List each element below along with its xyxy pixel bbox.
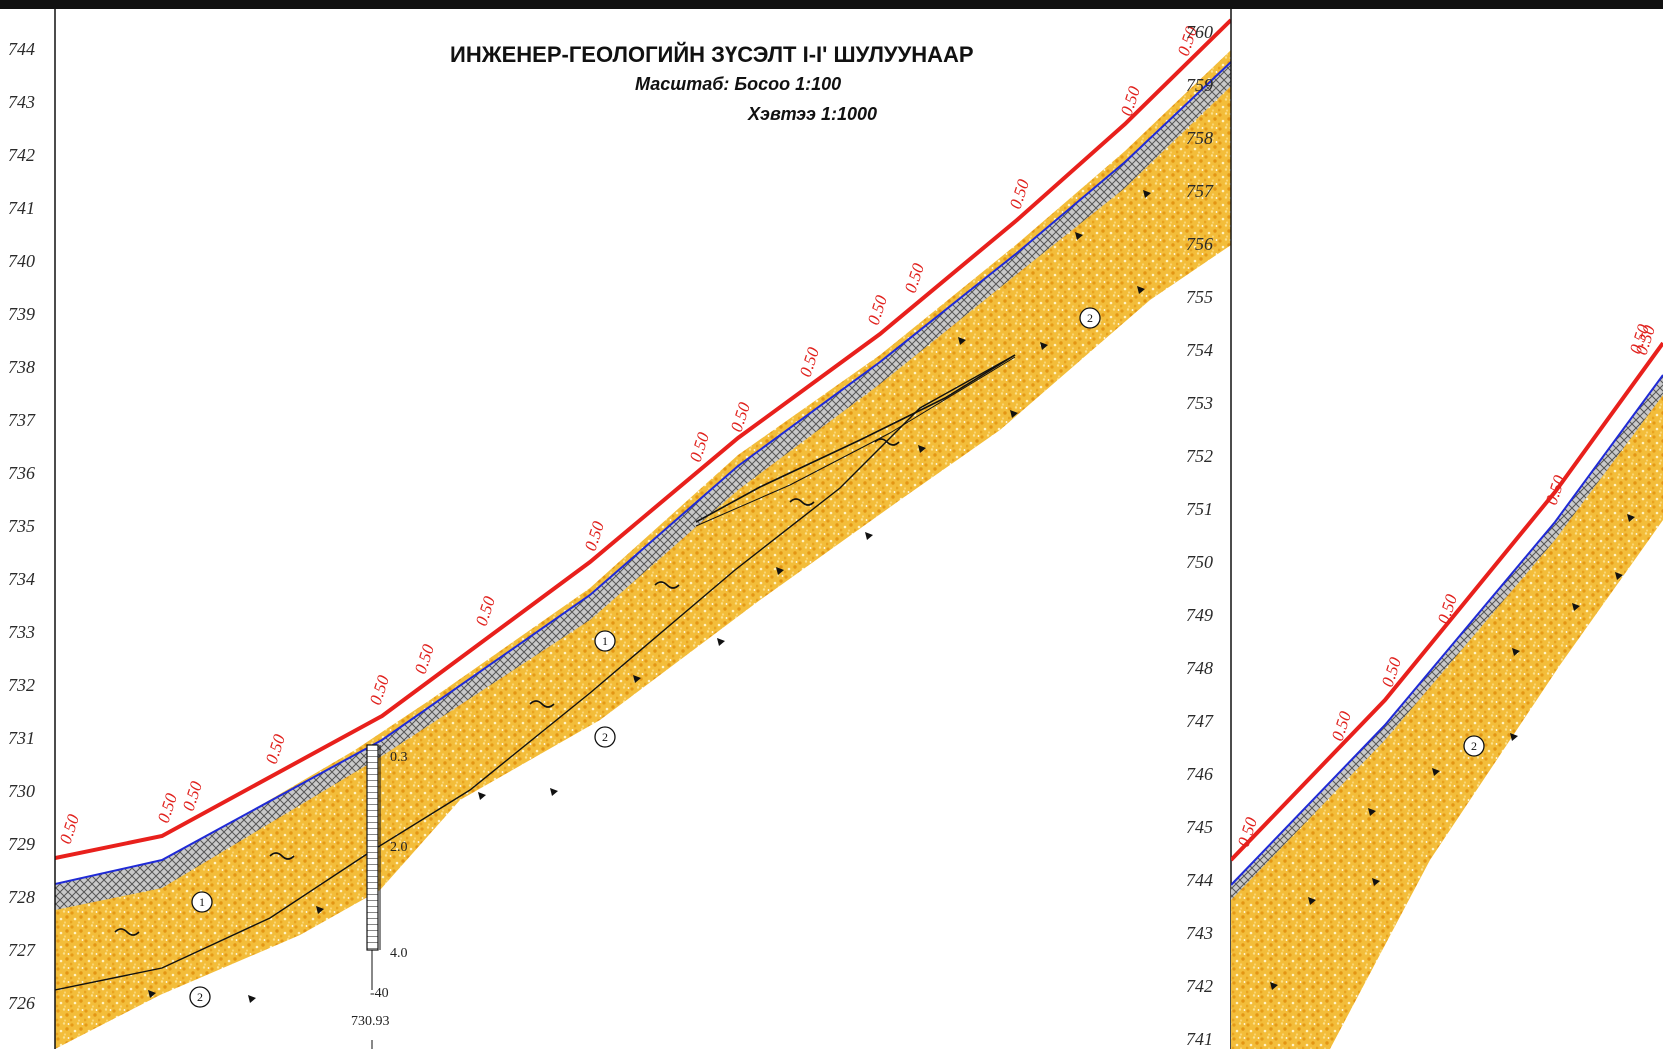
thickness-label: 0.50: [1234, 815, 1261, 850]
y-tick: 749: [1186, 605, 1213, 625]
sand-layer-2-right: [1231, 385, 1663, 1049]
y-tick: 750: [1186, 552, 1213, 572]
y-tick: 735: [8, 516, 35, 536]
thickness-label: 0.50: [262, 732, 289, 767]
svg-text:2: 2: [602, 730, 608, 744]
thickness-label: 0.50: [1542, 473, 1569, 508]
layer-label-2: 2: [1463, 735, 1485, 757]
y-tick: 756: [1186, 234, 1213, 254]
y-tick: 727: [8, 940, 36, 960]
soil-hatch-band-right: [1231, 375, 1663, 900]
y-tick: 738: [8, 357, 35, 377]
thickness-label: 0.50: [56, 812, 83, 847]
right-y-axis: 760 759 758 757 756 755 754 753 752 751 …: [1186, 22, 1214, 1049]
left-y-axis: 744 743 742 741 740 739 738 737 736 735 …: [8, 39, 36, 1013]
y-tick: 747: [1186, 711, 1214, 731]
thickness-label: 0.50: [796, 345, 823, 380]
y-tick: 757: [1186, 181, 1214, 201]
surface-line: [55, 18, 1231, 860]
y-tick: 743: [8, 92, 35, 112]
layer-label-1: 1: [191, 891, 213, 913]
title-block: ИНЖЕНЕР-ГЕОЛОГИЙН ЗҮСЭЛТ I-I' ШУЛУУНААР …: [450, 42, 974, 124]
y-tick: 759: [1186, 75, 1213, 95]
gravel-symbols: [148, 190, 1151, 1003]
y-tick: 733: [8, 622, 35, 642]
layer-label-2: 2: [594, 726, 616, 748]
y-tick: 740: [8, 251, 35, 271]
borehole-elevation: 730.93: [351, 1014, 390, 1029]
y-tick: 755: [1186, 287, 1213, 307]
borehole-depth: 0.3: [390, 750, 408, 765]
y-tick: 754: [1186, 340, 1213, 360]
y-tick: 742: [1186, 976, 1213, 996]
y-tick: 737: [8, 410, 36, 430]
y-tick: 732: [8, 675, 35, 695]
scale-vertical: Масштаб: Босоо 1:100: [635, 74, 841, 94]
section-title: ИНЖЕНЕР-ГЕОЛОГИЙН ЗҮСЭЛТ I-I' ШУЛУУНААР: [450, 42, 974, 67]
soil-top-line-right: [1231, 374, 1663, 886]
y-tick: 753: [1186, 393, 1213, 413]
y-tick: 730: [8, 781, 35, 801]
layer-label-2: 2: [189, 986, 211, 1008]
y-tick: 739: [8, 304, 35, 324]
thickness-label: 0.50: [411, 642, 438, 677]
thickness-label: 0.50: [1117, 84, 1144, 119]
y-tick: 743: [1186, 923, 1213, 943]
y-tick: 731: [8, 728, 35, 748]
y-tick: 758: [1186, 128, 1213, 148]
y-tick: 736: [8, 463, 35, 483]
layer-label-1: 1: [594, 630, 616, 652]
layer-markers-right: 2: [1463, 735, 1485, 757]
borehole: 0.3 2.0 4.0 -40 730.93: [351, 744, 408, 1049]
clay-symbols: [114, 438, 900, 936]
y-tick: 741: [1186, 1029, 1213, 1049]
y-tick: 728: [8, 887, 35, 907]
y-tick: 752: [1186, 446, 1213, 466]
borehole-number: -40: [370, 986, 389, 1001]
gravel-symbols-right: [1270, 514, 1635, 990]
scale-horizontal: Хэвтээ 1:1000: [747, 104, 877, 124]
y-tick: 746: [1186, 764, 1213, 784]
svg-text:2: 2: [1087, 311, 1093, 325]
y-tick: 744: [8, 39, 35, 59]
thickness-label: 0.50: [366, 673, 393, 708]
y-tick: 748: [1186, 658, 1213, 678]
y-tick: 734: [8, 569, 35, 589]
thickness-label: 0.50: [686, 430, 713, 465]
thickness-label: 0.50: [1378, 655, 1405, 690]
layer-markers-left: 1 2 1 2 2: [189, 307, 1101, 1008]
soil-top-line: [55, 61, 1231, 885]
borehole-column: [366, 744, 379, 951]
thickness-label: 0.50: [901, 261, 928, 296]
thickness-label: 0.50: [154, 791, 181, 826]
thickness-label: 0.50: [864, 293, 891, 328]
y-tick: 729: [8, 834, 35, 854]
borehole-depth: 4.0: [390, 946, 408, 961]
lens-boundary: [695, 354, 1016, 523]
borehole-depth: 2.0: [390, 840, 408, 855]
y-tick: 742: [8, 145, 35, 165]
top-frame-band: [0, 0, 1663, 9]
lens-boundary-2: [695, 356, 1016, 527]
right-panel: 760 759 758 757 756 755 754 753 752 751 …: [1186, 9, 1663, 1049]
layer-label-2: 2: [1079, 307, 1101, 329]
layer-boundary-1-2: [55, 354, 1016, 991]
y-tick: 744: [1186, 870, 1213, 890]
y-tick: 745: [1186, 817, 1213, 837]
thickness-label: 0.50: [1434, 592, 1461, 627]
surface-line-right: [1231, 341, 1663, 862]
svg-text:1: 1: [199, 895, 205, 909]
thickness-label: 0.50: [472, 594, 499, 629]
thickness-label: 0.50: [179, 779, 206, 814]
svg-text:2: 2: [197, 990, 203, 1004]
svg-text:1: 1: [602, 634, 608, 648]
y-tick: 741: [8, 198, 35, 218]
thickness-label: 0.50: [1006, 177, 1033, 212]
y-tick: 760: [1186, 22, 1213, 42]
y-tick: 751: [1186, 499, 1213, 519]
svg-text:2: 2: [1471, 739, 1477, 753]
y-tick: 726: [8, 993, 35, 1013]
